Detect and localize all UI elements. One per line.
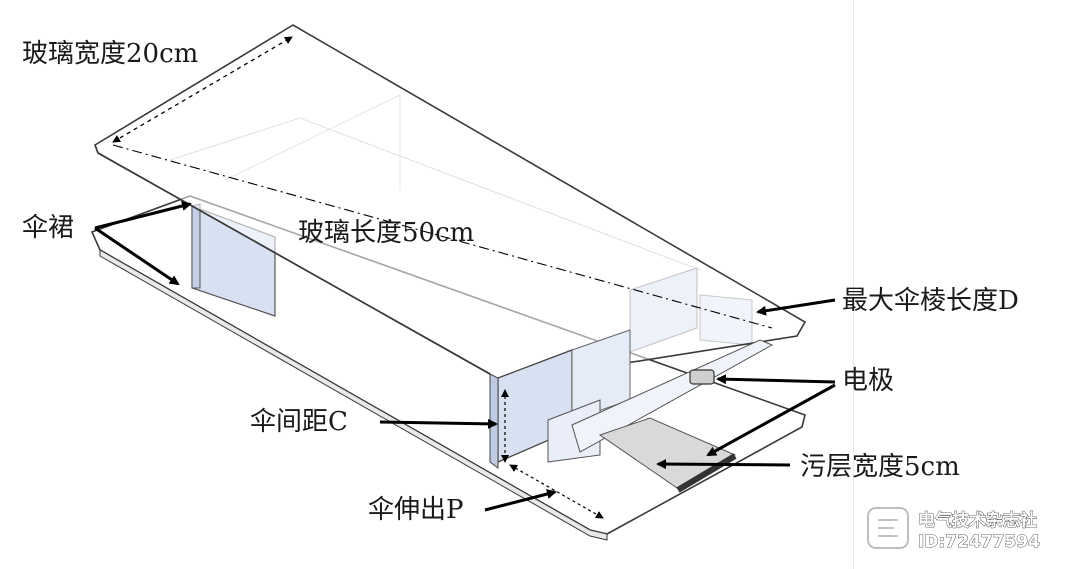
shed-overhang-label: 伞伸出P xyxy=(368,495,464,525)
shed-spacing-label: 伞间距C xyxy=(250,407,348,437)
top-glass-plate xyxy=(94,24,807,384)
pollution-width-label: 污层宽度5cm xyxy=(800,452,960,482)
shed-label: 伞裙 xyxy=(22,213,74,243)
electrode-label: 电极 xyxy=(842,366,894,396)
glass-width-dimension xyxy=(112,36,293,143)
glass-length-label: 玻璃长度50cm xyxy=(298,218,474,248)
watermark-logo-icon xyxy=(867,507,909,549)
pollution-layer xyxy=(598,417,737,491)
electrode-top xyxy=(689,369,715,385)
page-divider xyxy=(853,0,854,569)
watermark-name: 电气技术杂志社 xyxy=(918,510,1037,531)
glass-length-dimension xyxy=(112,144,773,329)
max-shed-ridge-label: 最大伞棱长度D xyxy=(842,286,1019,316)
leader-arrows xyxy=(94,201,836,512)
electrode-bottom xyxy=(676,453,737,493)
watermark: 电气技术杂志社 ID:72477594 xyxy=(867,507,1040,552)
watermark-id: ID:72477594 xyxy=(918,532,1040,552)
glass-width-label: 玻璃宽度20cm xyxy=(22,39,198,69)
